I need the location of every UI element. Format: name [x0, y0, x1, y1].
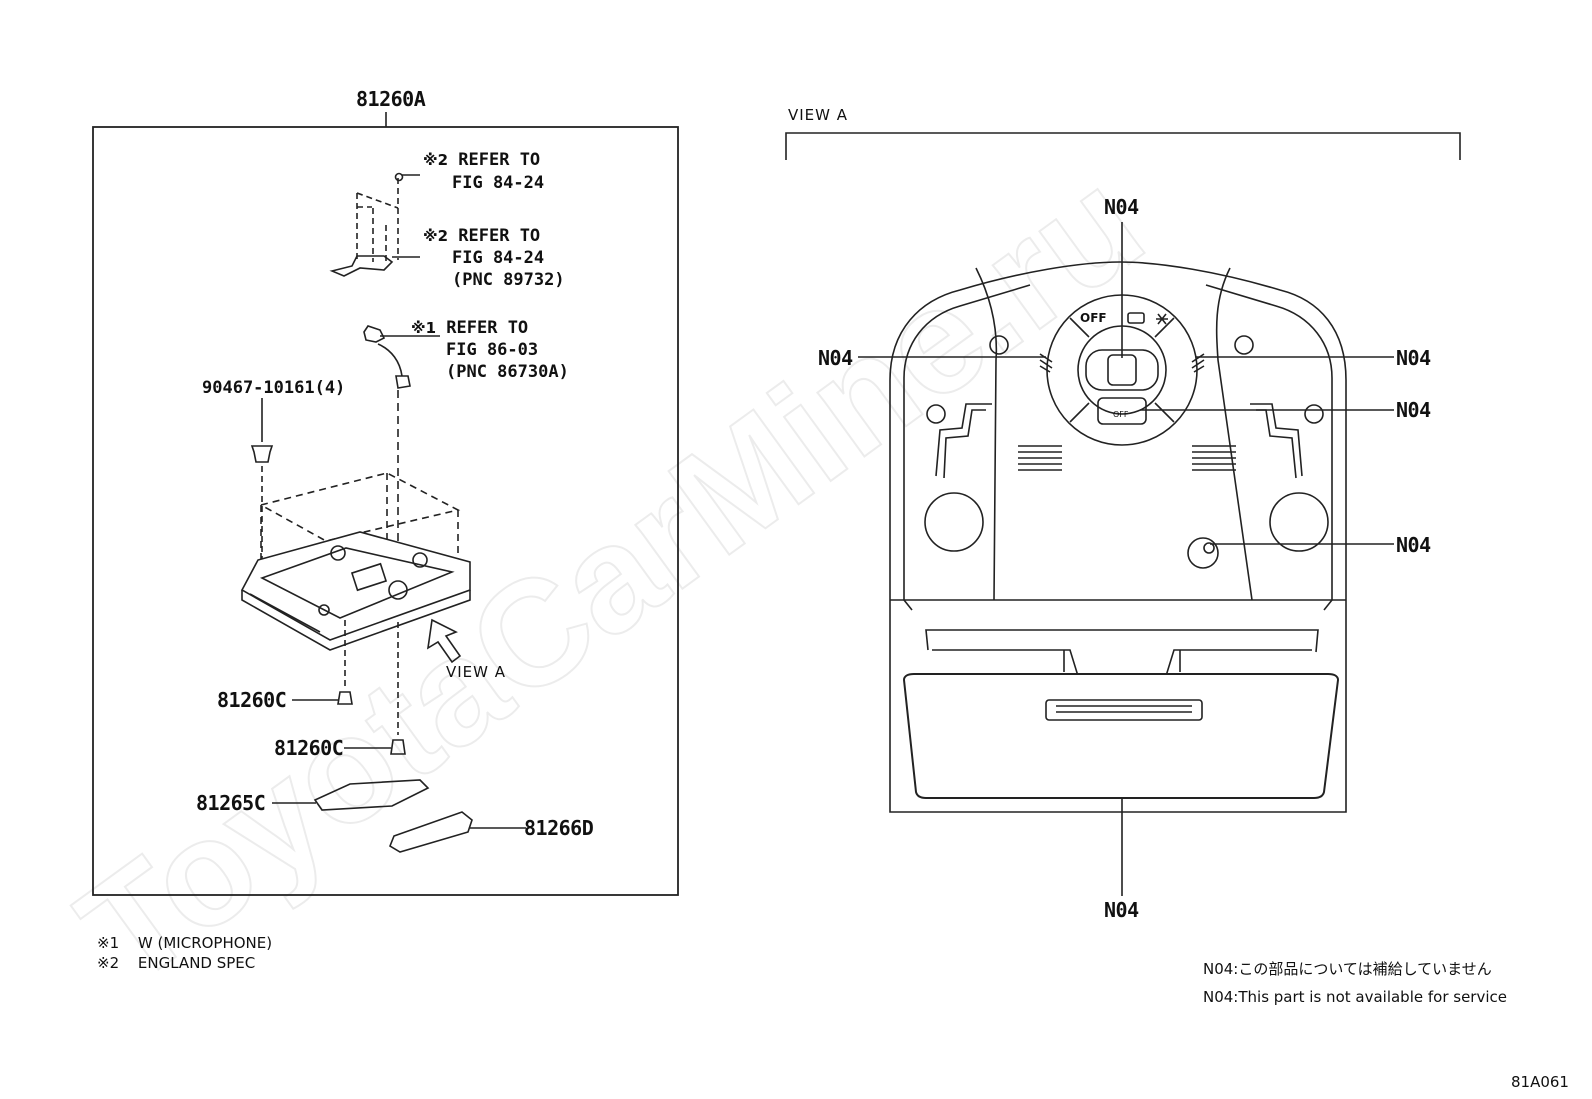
part-81260c-label-1: 81260C	[217, 688, 287, 712]
bracket-part-icon	[329, 255, 394, 277]
callout-fig-84-24-b: FIG 84-24	[452, 248, 545, 268]
view-a-arrow-icon	[426, 618, 462, 664]
callout-refer-86-03: ※1 REFER TO	[411, 320, 528, 337]
figure-id: 81A061	[1511, 1073, 1569, 1091]
part-81266d-label: 81266D	[524, 816, 594, 840]
lens-81266d-icon	[389, 811, 473, 853]
callout-fig-86-03: FIG 86-03	[446, 340, 539, 360]
off-button-icon	[1097, 397, 1147, 425]
microphone-part-icon	[363, 325, 386, 343]
clip-81260c-1-icon	[337, 691, 353, 705]
footnote-1-text: W (MICROPHONE)	[137, 934, 273, 952]
callout-pnc-86730a: (PNC 86730A)	[446, 362, 569, 382]
switch-off-label: OFF	[1080, 311, 1107, 325]
note-mark: ※1	[411, 319, 437, 337]
view-a-bracket	[785, 132, 1461, 160]
service-note-en: N04:This part is not available for servi…	[1203, 988, 1507, 1006]
note-mark: ※2	[423, 151, 449, 169]
callout-pnc-89732: (PNC 89732)	[452, 270, 565, 290]
button-off-label: OFF	[1113, 410, 1129, 419]
footnote-2: ※2 ENGLAND SPEC	[97, 956, 255, 971]
clip-screw-icon	[250, 445, 274, 463]
part-81260c-label-2: 81260C	[274, 736, 344, 760]
n04-label-right-2: N04	[1396, 398, 1431, 422]
n04-label-right-1: N04	[1396, 346, 1431, 370]
part-81265c-label: 81265C	[196, 791, 266, 815]
refer-text: REFER TO	[458, 226, 541, 246]
left-panel-frame	[92, 126, 679, 896]
left-lamp-icon	[924, 492, 984, 552]
overhead-console-outline	[889, 261, 1347, 813]
footnote-1: ※1 W (MICROPHONE)	[97, 936, 272, 951]
clip-81260c-2-icon	[390, 739, 406, 755]
left-vent-icon	[1018, 445, 1062, 471]
refer-text: REFER TO	[458, 150, 541, 170]
callout-refer-84-24-a: ※2 REFER TO	[423, 152, 540, 169]
service-note-jp: N04:この部品については補給していません	[1203, 960, 1492, 978]
callout-fig-84-24-a: FIG 84-24	[452, 173, 545, 193]
screw-part-icon	[394, 172, 404, 182]
lens-81265c-icon	[313, 779, 430, 811]
view-a-title: VIEW A	[788, 106, 849, 124]
note-mark: ※2	[423, 227, 449, 245]
right-lamp-icon	[1269, 492, 1329, 552]
screw-part-number: 90467-10161(4)	[202, 378, 346, 398]
footnote-1-mark: ※1	[97, 934, 120, 952]
assembly-part-number: 81260A	[356, 87, 426, 111]
sunglass-holder-door-icon	[902, 673, 1340, 799]
footnote-2-text: ENGLAND SPEC	[137, 954, 256, 972]
footnote-2-mark: ※2	[97, 954, 120, 972]
n04-label-right-3: N04	[1396, 533, 1431, 557]
callout-refer-84-24-b: ※2 REFER TO	[423, 228, 540, 245]
refer-text: REFER TO	[446, 318, 529, 338]
n04-label-bottom: N04	[1104, 898, 1139, 922]
right-vent-icon	[1192, 445, 1236, 471]
n04-label-top: N04	[1104, 195, 1139, 219]
n04-label-left: N04	[818, 346, 853, 370]
small-round-button-icon	[1187, 537, 1219, 569]
view-a-label: VIEW A	[446, 663, 507, 681]
